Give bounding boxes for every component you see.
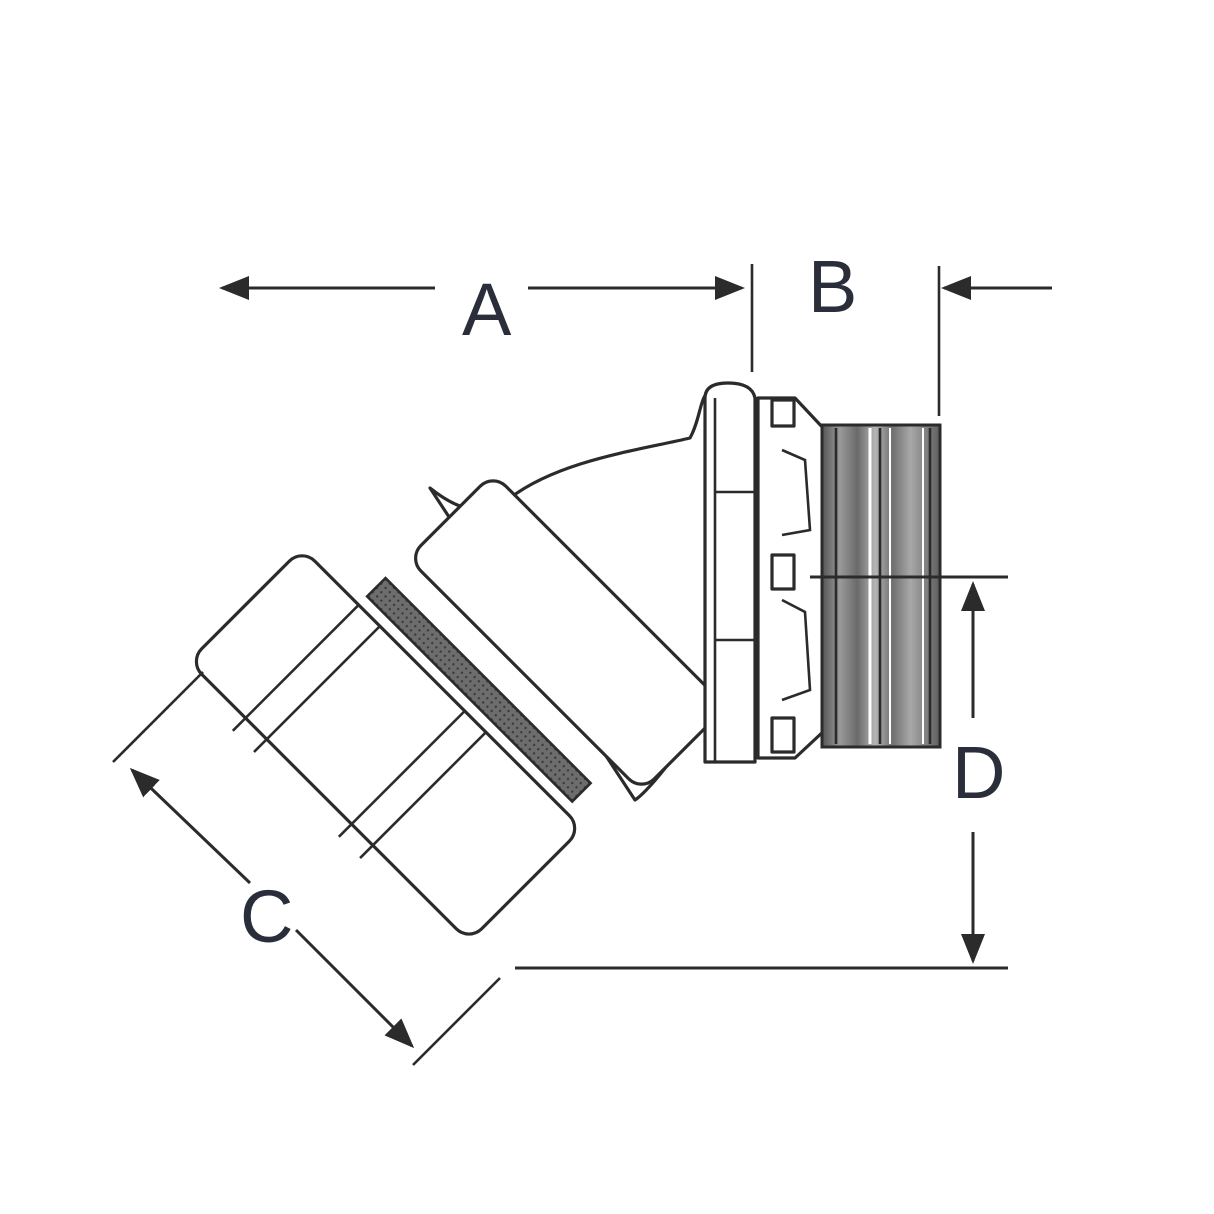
locknut-lug — [770, 716, 796, 754]
dimension-c-up-arrow — [129, 767, 252, 885]
hex-facet-line — [231, 604, 360, 732]
threaded-end — [820, 423, 942, 749]
dimension-a: A — [219, 264, 754, 372]
dimension-b-label: B — [808, 245, 857, 328]
locknut-lug — [770, 553, 796, 591]
gland-ring — [414, 479, 721, 786]
dimension-c-down-arrow — [294, 928, 415, 1049]
dimension-d: D — [515, 575, 1008, 970]
knurled-thread — [365, 576, 593, 804]
flange-body — [703, 381, 757, 764]
dimension-b: B — [808, 245, 1052, 416]
angled-assembly — [194, 479, 721, 936]
dimension-c-label: C — [240, 875, 293, 958]
hex-nut — [194, 554, 577, 936]
hex-facet-line — [337, 710, 466, 838]
dimension-c-top-extension — [112, 671, 204, 763]
locknut-tab — [781, 448, 812, 537]
flange — [703, 381, 757, 764]
hex-facet-line — [359, 731, 487, 859]
dimension-c: C — [112, 671, 501, 1066]
hex-facet-line — [253, 625, 381, 753]
locknut-lug — [770, 398, 796, 428]
dimension-a-label: A — [462, 268, 512, 351]
dimension-d-label: D — [952, 731, 1005, 814]
dimension-c-bottom-extension — [412, 977, 501, 1066]
locknut-tab — [781, 598, 812, 702]
